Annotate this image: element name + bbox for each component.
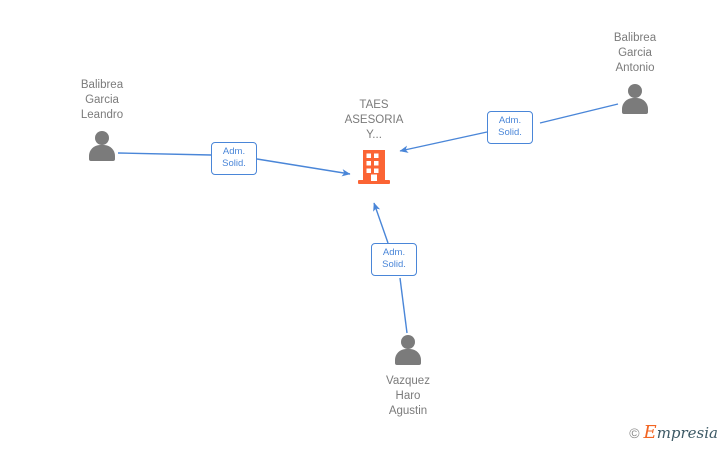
person-node-balibrea-garcia-leandro[interactable]: Balibrea Garcia Leandro: [37, 78, 167, 161]
edge-label-leandro[interactable]: Adm. Solid.: [211, 142, 257, 175]
brand-name: Empresia: [644, 424, 718, 442]
company-building-icon: [357, 149, 391, 185]
person-node-balibrea-garcia-antonio[interactable]: Balibrea Garcia Antonio: [570, 31, 700, 114]
person-label-balibrea-garcia-leandro: Balibrea Garcia Leandro: [80, 79, 124, 121]
company-node-taes-asesoria[interactable]: TAES ASESORIA Y...: [309, 98, 439, 185]
person-label-balibrea-garcia-antonio: Balibrea Garcia Antonio: [613, 32, 657, 74]
edge-line-chip-to-company-agustin: [373, 202, 389, 244]
company-label: TAES ASESORIA Y...: [344, 99, 404, 141]
person-icon: [618, 84, 652, 114]
person-node-vazquez-haro-agustin[interactable]: Vazquez Haro Agustin: [343, 335, 473, 419]
person-icon: [391, 335, 425, 365]
copyright-icon: ©: [629, 425, 640, 441]
person-icon: [85, 131, 119, 161]
edge-label-antonio[interactable]: Adm. Solid.: [487, 111, 533, 144]
empresia-watermark: © Empresia: [629, 424, 718, 442]
edge-label-agustin[interactable]: Adm. Solid.: [371, 243, 417, 276]
brand-initial: E: [643, 422, 657, 443]
person-label-vazquez-haro-agustin: Vazquez Haro Agustin: [386, 375, 430, 417]
brand-rest: mpresia: [656, 424, 718, 442]
edge-line-agustin-to-chip: [399, 277, 408, 334]
